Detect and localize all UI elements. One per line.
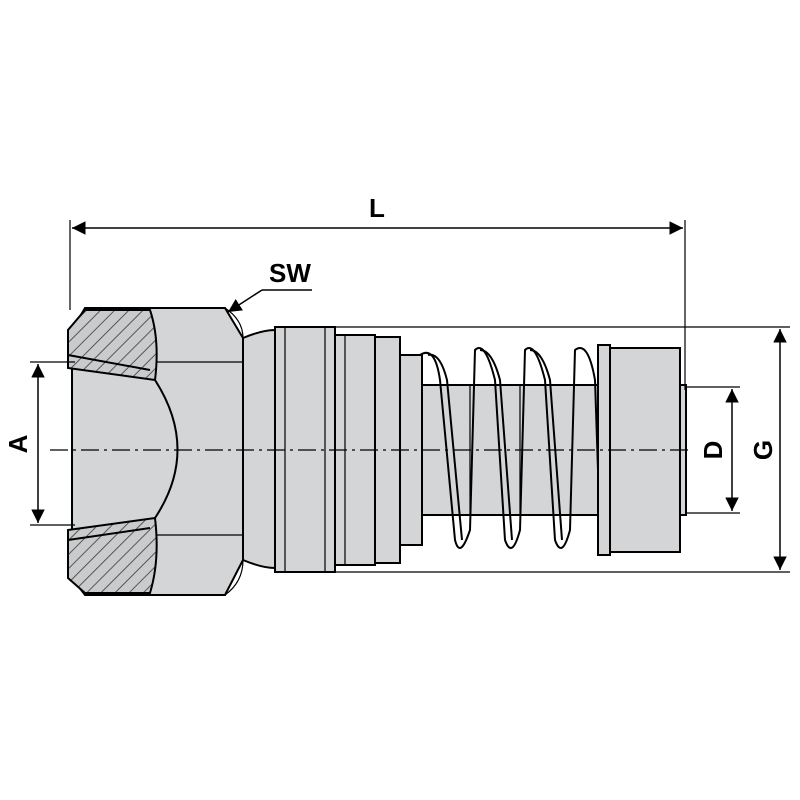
dimension-l-label: L	[369, 193, 385, 223]
dimension-l: L	[69, 193, 686, 390]
dimension-sw-label: SW	[269, 258, 311, 288]
dimension-g-label: G	[748, 440, 778, 460]
neck	[242, 328, 276, 570]
coil-spring	[419, 347, 601, 549]
dimension-a: A	[3, 361, 75, 526]
dimension-sw: SW	[227, 258, 312, 313]
dimension-d: D	[686, 386, 740, 514]
dimension-g: G	[335, 326, 790, 573]
dimension-d-label: D	[698, 441, 728, 460]
dimension-a-label: A	[3, 434, 33, 453]
